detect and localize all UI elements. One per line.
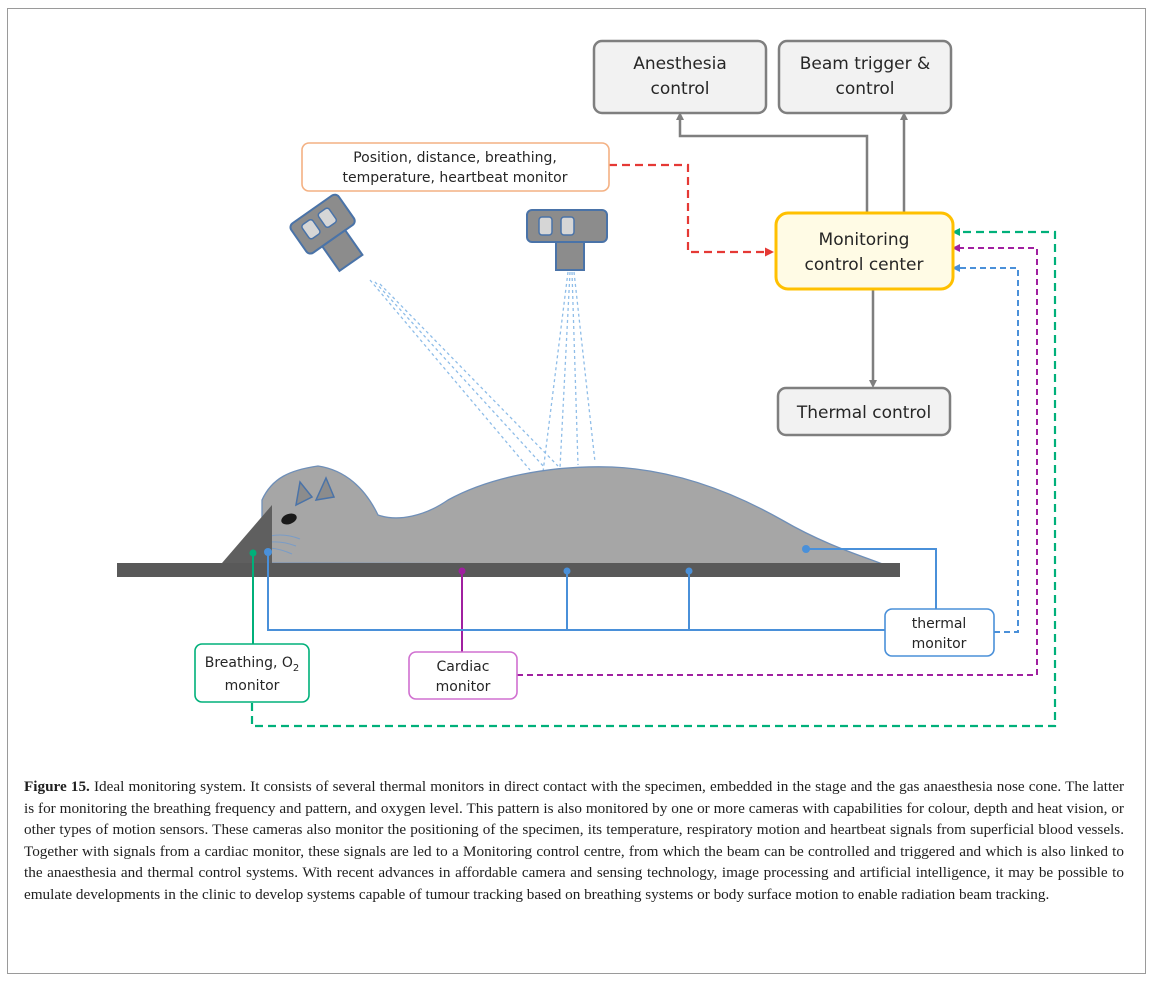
specimen-mouse [261, 465, 886, 566]
cardiac-monitor-line2: monitor [436, 679, 491, 695]
thermal-monitor-line1: thermal [912, 616, 967, 632]
caption-text: Ideal monitoring system. It consists of … [24, 778, 1124, 903]
camera-signal-link [609, 163, 774, 257]
thermal-sensor-points [264, 545, 810, 575]
camera-sensor-label-box: Position, distance, breathing, temperatu… [301, 142, 610, 192]
control-links [676, 112, 908, 388]
thermal-control-box: Thermal control [776, 386, 952, 437]
breathing-signal-link [250, 228, 1057, 728]
beam-trigger-control-box: Beam trigger & control [777, 39, 953, 115]
overhead-camera-icon [526, 209, 608, 271]
sensor-label-line2: temperature, heartbeat monitor [342, 170, 567, 186]
figure-label: Figure 15. [24, 778, 90, 795]
angled-camera-icon [289, 193, 364, 273]
monitoring-system-diagram: Anesthesia control Beam trigger & contro… [117, 39, 1057, 728]
breathing-o2-monitor-box: Breathing, O2 monitor [194, 643, 310, 703]
center-label-line2: control center [804, 255, 923, 275]
anesthesia-label-line2: control [651, 79, 710, 99]
beam-label-line2: control [836, 79, 895, 99]
cardiac-monitor-line1: Cardiac [437, 659, 490, 675]
thermal-control-label: Thermal control [796, 403, 931, 423]
monitoring-control-center-box: Monitoring control center [774, 211, 955, 291]
center-label-line1: Monitoring [819, 230, 910, 250]
cardiac-signal-link [517, 244, 1038, 676]
camera-view-rays [369, 271, 596, 473]
stage [117, 563, 900, 577]
figure-caption: Figure 15. Ideal monitoring system. It c… [24, 776, 1124, 905]
anesthesia-control-box: Anesthesia control [592, 39, 768, 115]
figure-frame [7, 8, 1146, 974]
beam-label-line1: Beam trigger & [800, 54, 931, 74]
thermal-signal-link [952, 264, 1019, 633]
anaesthesia-nose-cone [222, 505, 272, 563]
cardiac-monitor-box: Cardiac monitor [408, 651, 518, 700]
anesthesia-label-line1: Anesthesia [633, 54, 727, 74]
thermal-monitor-line2: monitor [912, 636, 967, 652]
thermal-wires [267, 548, 937, 631]
sensor-label-line1: Position, distance, breathing, [353, 150, 557, 166]
breathing-monitor-line2: monitor [225, 678, 280, 694]
thermal-monitor-box: thermal monitor [884, 608, 995, 657]
breathing-monitor-line1: Breathing, O2 [205, 655, 300, 674]
